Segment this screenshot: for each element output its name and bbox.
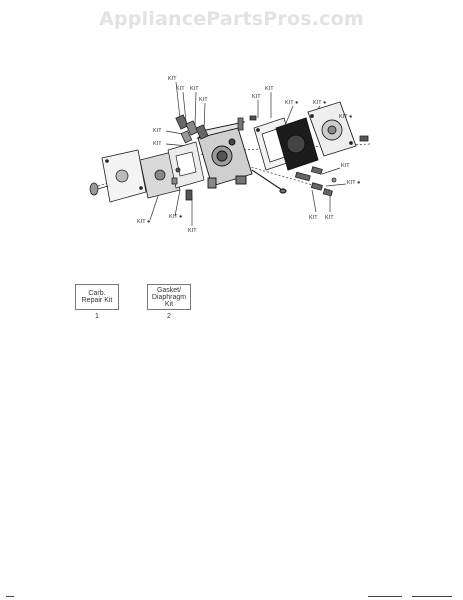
callout-kit-marked: KIT ● [339,114,352,120]
leader-line [321,167,341,175]
callout-kit: KIT [190,86,199,92]
callout-kit: KIT [252,94,261,100]
footer-rule [6,596,14,597]
callout-kit: KIT [309,215,318,221]
callout-kit: KIT [265,86,274,92]
callout-kit-marked: KIT ● [169,214,182,220]
diaphragm-left [139,151,181,199]
callout-kit: KIT [176,86,185,92]
callout-kit: KIT [153,128,162,134]
watermark-logo: AppliancePartsPros.com [99,8,364,30]
pump-cover-right [307,101,357,157]
leader-line [165,130,184,135]
thumb-screw [89,182,109,196]
adjustment-screws [175,114,244,144]
leader-line [175,81,181,119]
left-cover-plate [101,149,147,203]
callout-kit: KIT [325,215,334,221]
leader-line [194,91,197,127]
carburetor-body [196,121,253,189]
small-parts-left [171,167,193,201]
leader-line [149,195,159,221]
leader-line [174,189,181,217]
legend-number: 2 [167,313,171,320]
callout-kit: KIT [168,76,177,82]
callout-kit: KIT [153,141,162,147]
legend-box-carb-repair-kit: Carb. Repair Kit [75,284,119,310]
needle-valves-right [294,166,337,197]
gasket-left [167,141,205,189]
callout-kit: KIT [341,163,350,169]
leader-line [182,91,187,123]
leader-line [311,189,317,213]
callout-kit: KIT [199,97,208,103]
diaphragm-right [275,117,319,171]
cover-screw-right [249,115,369,142]
callout-kit-marked: KIT ● [137,219,150,225]
callout-kit-marked: KIT ● [313,100,326,106]
leader-line [325,183,347,187]
callout-kit-marked: KIT ● [285,100,298,106]
legend-box-gasket-diaphragm-kit: Gasket/ Diaphragm Kit [147,284,191,310]
footer-rule [368,596,402,597]
footer-rule [412,596,452,597]
legend-number: 1 [95,313,99,320]
callout-kit: KIT [188,228,197,234]
callout-kit-marked: KIT ● [347,180,360,186]
throttle-shaft [251,169,287,194]
